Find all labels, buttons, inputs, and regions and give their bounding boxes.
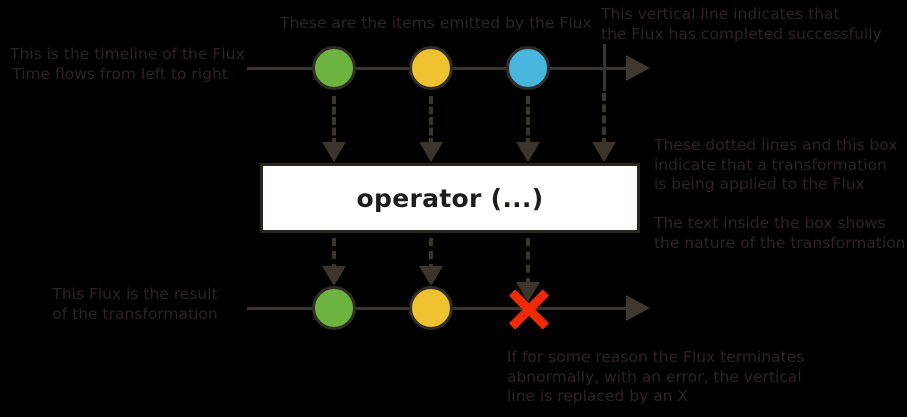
result-dotted-line-2 [429,238,433,272]
transform-dotted-line-2 [429,96,433,146]
annotation-error: If for some reason the Flux terminates a… [507,348,805,405]
result-dotted-line-3 [526,238,530,286]
transform-dotted-line-3 [526,96,530,146]
result-arrowhead-1 [322,266,346,286]
annotation-completion: This vertical line indicates that the Fl… [601,5,882,43]
error-x-icon [505,285,553,333]
transform-arrowhead-3 [516,142,540,162]
result-dotted-line-1 [332,238,336,272]
result-item-green [312,286,356,330]
annotation-transformation: These dotted lines and this box indicate… [654,136,898,193]
transform-dotted-line-1 [332,96,336,146]
annotation-result: This Flux is the result of the transform… [52,285,218,323]
completion-line [603,44,606,91]
result-timeline-arrowhead [626,295,650,321]
source-item-blue [506,46,550,90]
source-item-green [312,46,356,90]
transform-arrowhead-1 [322,142,346,162]
transform-arrowhead-completion [592,142,616,162]
operator-box[interactable]: operator (...) [260,163,640,233]
result-item-yellow [409,286,453,330]
source-item-yellow [409,46,453,90]
annotation-box-text: The text inside the box shows the nature… [654,214,906,252]
transform-dotted-line-completion [602,93,606,146]
operator-label: operator (...) [356,183,544,213]
annotation-items: These are the items emitted by the Flux [280,14,592,32]
annotation-source-timeline: This is the timeline of the Flux Time fl… [10,45,245,83]
result-arrowhead-2 [419,266,443,286]
source-timeline-arrowhead [626,55,650,81]
transform-arrowhead-2 [419,142,443,162]
